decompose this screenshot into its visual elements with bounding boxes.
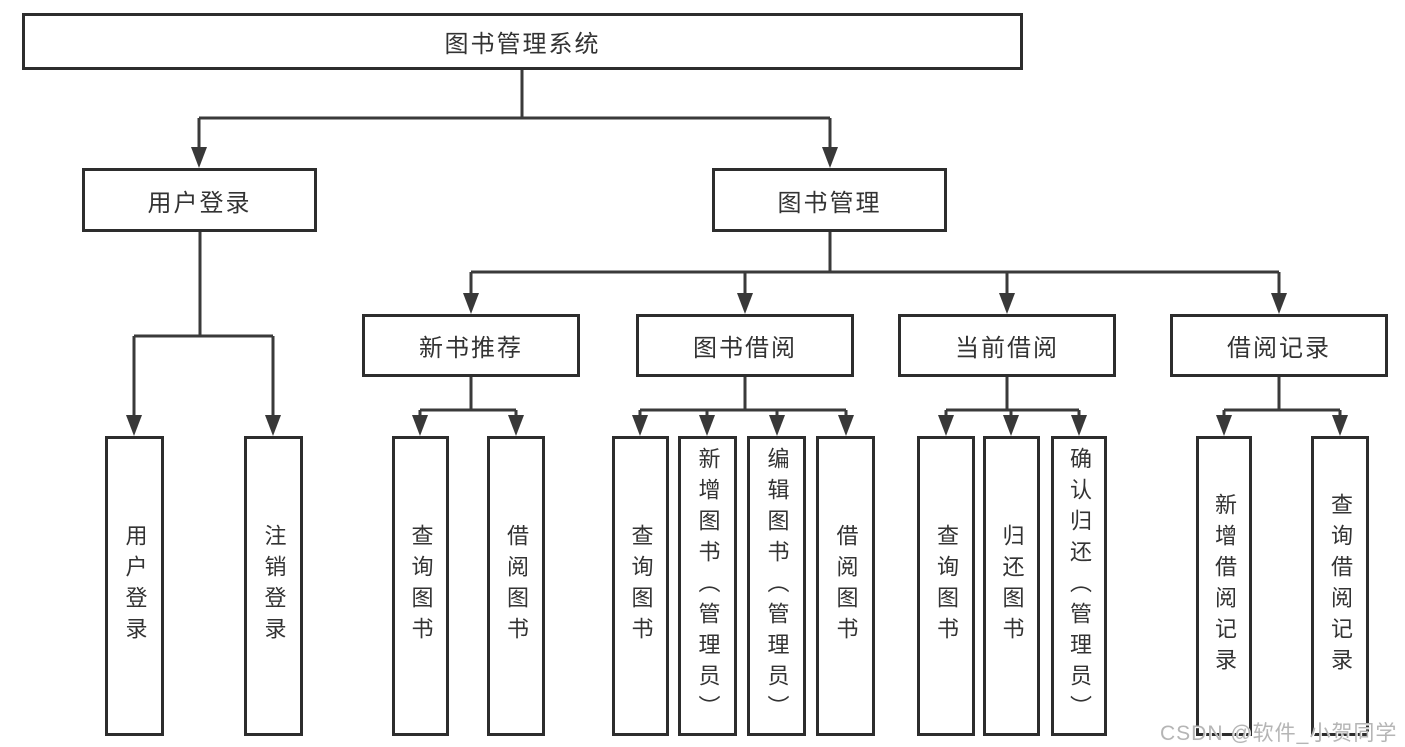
- leaf-logout: 注销登录: [244, 436, 303, 736]
- arrowhead-cb-confirm: [1071, 415, 1087, 436]
- leaf-bb-add-books-admin: 新增图书（管理员）: [678, 436, 737, 736]
- leaf-user-login-label: 用户登录: [122, 524, 148, 648]
- leaf-rec-borrow-books: 借阅图书: [487, 436, 545, 736]
- leaf-cb-return-books-label: 归还图书: [999, 524, 1025, 648]
- arrowhead-leaf-logout: [265, 415, 281, 436]
- leaf-cb-confirm-return-admin: 确认归还（管理员）: [1051, 436, 1107, 736]
- arrowhead-leaf-user-login: [126, 415, 142, 436]
- arrowhead-book-mgmt: [822, 147, 838, 168]
- node-new-book-rec: 新书推荐: [362, 314, 580, 377]
- arrowhead-bb-add: [699, 415, 715, 436]
- leaf-br-add-record-label: 新增借阅记录: [1212, 493, 1237, 679]
- leaf-rec-query-books-label: 查询图书: [408, 524, 434, 648]
- leaf-br-query-record-label: 查询借阅记录: [1328, 493, 1353, 679]
- node-book-mgmt: 图书管理: [712, 168, 947, 232]
- csdn-watermark: CSDN @软件_小贺同学: [1160, 722, 1398, 745]
- node-user-login: 用户登录: [82, 168, 317, 232]
- leaf-cb-query-books: 查询图书: [917, 436, 975, 736]
- leaf-cb-confirm-return-admin-label: 确认归还（管理员）: [1067, 446, 1092, 726]
- leaf-bb-query-books: 查询图书: [612, 436, 669, 736]
- arrowhead-br-query: [1332, 415, 1348, 436]
- node-root: 图书管理系统: [22, 13, 1023, 70]
- leaf-bb-query-books-label: 查询图书: [628, 524, 654, 648]
- arrowhead-rec-query: [412, 415, 428, 436]
- leaf-logout-label: 注销登录: [261, 524, 287, 648]
- leaf-rec-borrow-books-label: 借阅图书: [504, 524, 529, 648]
- leaf-rec-query-books: 查询图书: [392, 436, 449, 736]
- leaf-cb-return-books: 归还图书: [983, 436, 1040, 736]
- leaf-bb-edit-books-admin: 编辑图书（管理员）: [747, 436, 806, 736]
- leaf-br-query-record: 查询借阅记录: [1311, 436, 1369, 736]
- leaf-cb-query-books-label: 查询图书: [934, 524, 959, 648]
- arrowhead-book-borrow: [737, 293, 753, 314]
- leaf-user-login: 用户登录: [105, 436, 164, 736]
- leaf-bb-borrow-books: 借阅图书: [816, 436, 875, 736]
- arrowhead-bb-edit: [769, 415, 785, 436]
- arrowhead-rec-borrow: [508, 415, 524, 436]
- leaf-bb-edit-books-admin-label: 编辑图书（管理员）: [764, 446, 790, 726]
- node-book-borrow: 图书借阅: [636, 314, 854, 377]
- arrowhead-user-login: [191, 147, 207, 168]
- leaf-bb-borrow-books-label: 借阅图书: [833, 524, 859, 648]
- arrowhead-bb-borrow: [838, 415, 854, 436]
- node-current-borrow: 当前借阅: [898, 314, 1116, 377]
- arrowhead-bb-query: [632, 415, 648, 436]
- arrowhead-current-borrow: [999, 293, 1015, 314]
- leaf-bb-add-books-admin-label: 新增图书（管理员）: [695, 446, 721, 726]
- arrowhead-new-book-rec: [463, 293, 479, 314]
- leaf-br-add-record: 新增借阅记录: [1196, 436, 1252, 736]
- node-borrow-records: 借阅记录: [1170, 314, 1388, 377]
- arrowhead-cb-query: [938, 415, 954, 436]
- arrowhead-borrow-records: [1271, 293, 1287, 314]
- arrowhead-br-add: [1216, 415, 1232, 436]
- arrowhead-cb-return: [1003, 415, 1019, 436]
